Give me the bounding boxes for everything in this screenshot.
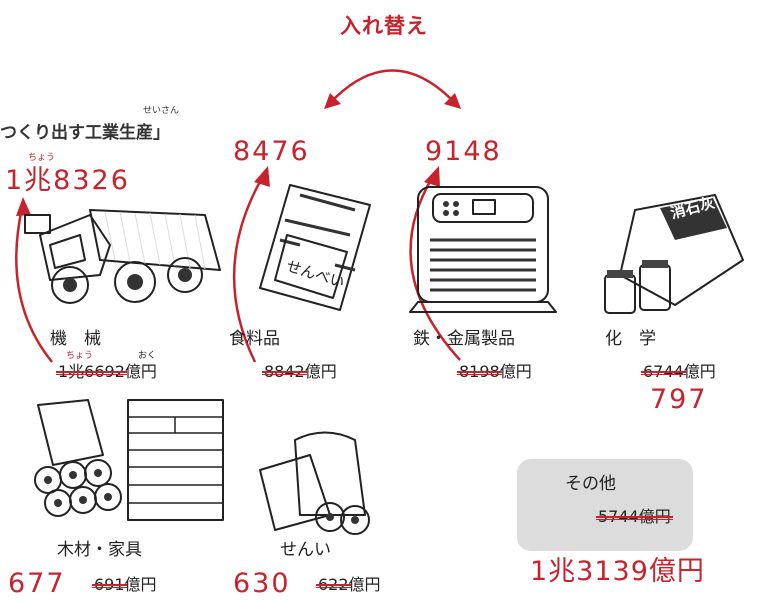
chemical-unit: 億円 <box>683 362 716 381</box>
machine-arrow-icon <box>15 207 53 363</box>
lime-bag-illustration <box>604 194 744 314</box>
metal-old-amount: 8198億円 <box>457 362 532 381</box>
swap-label: 入れ替え <box>340 14 428 38</box>
machine-old-value: 1兆6692 <box>56 362 127 381</box>
wood-unit: 億円 <box>124 575 157 594</box>
metal-label: 鉄・金属製品 <box>413 329 515 349</box>
chemical-label: 化 学 <box>605 329 656 349</box>
other-new-value: 1兆3139億円 <box>530 556 705 587</box>
other-old-amount: 5744億円 <box>596 507 673 526</box>
wood-label: 木材・家具 <box>57 540 142 560</box>
food-arrow-icon <box>232 177 264 363</box>
metal-unit: 億円 <box>499 362 532 381</box>
wood-old-amount: 691億円 <box>92 575 157 594</box>
machine-old-ruby-oku: おく <box>138 351 157 361</box>
textile-unit: 億円 <box>348 575 381 594</box>
textile-new-value: 630 <box>233 568 291 599</box>
food-new-value: 8476 <box>233 136 310 167</box>
metal-old-value: 8198 <box>457 362 502 381</box>
heater-illustration <box>409 186 557 313</box>
food-old-amount: 8842億円 <box>262 362 337 381</box>
other-old-value: 5744億円 <box>596 507 673 526</box>
wood-new-value: 677 <box>8 568 66 599</box>
page-title: つくり出す工業生産」 <box>0 123 170 143</box>
machine-old-amount: 1兆6692億円 <box>56 362 157 381</box>
metal-new-value: 9148 <box>425 136 502 167</box>
food-label: 食料品 <box>229 329 280 349</box>
textile-label: せんい <box>280 540 331 560</box>
chemical-new-value: 797 <box>650 384 708 415</box>
machine-old-ruby-cho: ちょう <box>66 351 94 361</box>
wood-old-value: 691 <box>92 575 127 594</box>
tractor-illustration <box>24 209 221 304</box>
textile-illustration <box>259 431 370 535</box>
machine-unit: 億円 <box>124 362 157 381</box>
other-box <box>517 459 693 551</box>
machine-new-ruby: ちょう <box>28 153 56 163</box>
machine-label: 機 械 <box>50 329 101 349</box>
senbei-bag-illustration <box>259 184 371 311</box>
other-label: その他 <box>565 474 616 494</box>
machine-new-value: 1兆8326 <box>5 165 130 196</box>
wood-furniture-illustration <box>34 399 224 521</box>
chemical-old-value: 6744 <box>641 362 686 381</box>
textile-old-value: 622 <box>316 575 351 594</box>
metal-arrow-icon <box>409 177 461 361</box>
title-ruby: せいさん <box>143 106 180 116</box>
food-unit: 億円 <box>304 362 337 381</box>
food-old-value: 8842 <box>262 362 307 381</box>
textile-old-amount: 622億円 <box>316 575 381 594</box>
chemical-old-amount: 6744億円 <box>641 362 716 381</box>
